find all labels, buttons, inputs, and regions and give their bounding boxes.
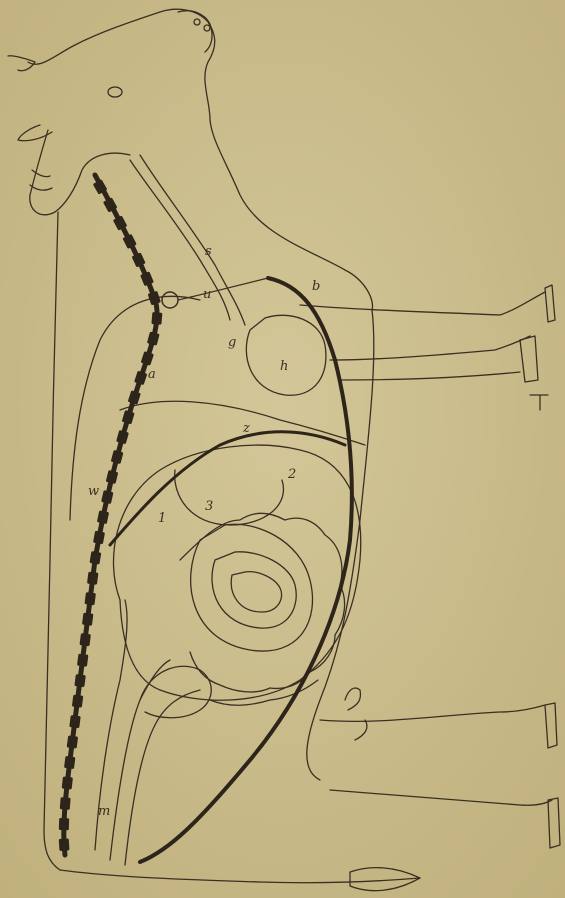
vertebra bbox=[85, 592, 96, 605]
label-w: w bbox=[88, 484, 99, 499]
label-s: s bbox=[205, 244, 212, 259]
label-g: g bbox=[228, 335, 236, 350]
vertebra bbox=[67, 735, 78, 748]
vertebra bbox=[87, 572, 98, 585]
label-z: z bbox=[242, 421, 250, 436]
vertebra bbox=[82, 613, 93, 626]
vertebra bbox=[77, 654, 88, 667]
label-b: b bbox=[312, 279, 320, 294]
label-3: 3 bbox=[205, 499, 213, 514]
vertebra bbox=[80, 633, 91, 646]
vertebra bbox=[69, 715, 80, 728]
vertebra bbox=[72, 695, 83, 708]
vertebra bbox=[59, 818, 69, 830]
vertebra bbox=[60, 797, 71, 810]
vertebra bbox=[151, 312, 162, 325]
label-u: u bbox=[203, 287, 211, 302]
vertebra bbox=[74, 674, 85, 687]
label-1: 1 bbox=[158, 511, 166, 526]
vertebra bbox=[59, 838, 70, 851]
label-a: a bbox=[148, 367, 156, 382]
label-h: h bbox=[280, 359, 288, 374]
vertebra bbox=[89, 551, 101, 564]
vertebra bbox=[64, 756, 75, 769]
vertebra bbox=[62, 776, 73, 789]
label-m: m bbox=[98, 804, 110, 819]
label-2: 2 bbox=[287, 467, 296, 482]
